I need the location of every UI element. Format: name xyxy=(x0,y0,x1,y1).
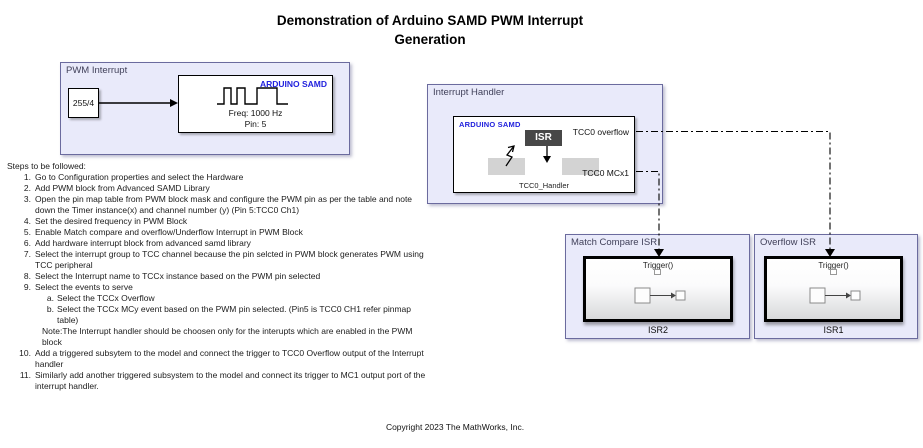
isr1-trigger-label: Trigger() xyxy=(818,261,849,270)
pwm-block[interactable]: ARDUINO SAMD Freq: 1000 Hz Pin: 5 xyxy=(178,75,333,133)
isr2-name-label: ISR2 xyxy=(647,325,668,335)
isr2-triggered-subsystem[interactable]: Trigger() xyxy=(583,256,733,322)
step-subitem: b.Select the TCCx MCy event based on the… xyxy=(46,304,412,325)
model-title-line2: Generation xyxy=(394,31,466,47)
isr1-io-icon xyxy=(809,287,861,304)
handler-gray-box-right xyxy=(562,158,599,175)
constant-block-255-4[interactable]: 255/4 xyxy=(68,88,99,118)
handler-name-label: TCC0_Handler xyxy=(518,181,570,190)
step-item: 9.Select the events to serve xyxy=(23,282,133,292)
isr1-triggered-subsystem[interactable]: Trigger() xyxy=(764,256,903,322)
model-title: Demonstration of Arduino SAMD PWM Interr… xyxy=(150,12,710,49)
handler-brand: ARDUINO SAMD xyxy=(459,120,521,129)
steps-annotation: Steps to be followed: 1.Go to Configurat… xyxy=(5,161,429,392)
match-compare-isr-area-label: Match Compare ISR xyxy=(571,237,658,248)
interrupt-handler-area-label: Interrupt Handler xyxy=(433,87,505,98)
handler-gray-box-left xyxy=(488,158,525,175)
step-item: 5.Enable Match compare and overflow/Unde… xyxy=(23,227,303,237)
copyright-annotation: Copyright 2023 The MathWorks, Inc. xyxy=(385,422,525,432)
step-item: 1.Go to Configuration properties and sel… xyxy=(23,172,244,182)
pwm-interrupt-area-label: PWM Interrupt xyxy=(66,65,128,76)
output-port-label-tcc0-mcx1: TCC0 MCx1 xyxy=(582,168,629,178)
pwm-block-brand: ARDUINO SAMD xyxy=(259,79,327,89)
model-title-line1: Demonstration of Arduino SAMD PWM Interr… xyxy=(276,13,584,28)
steps-heading: Steps to be followed: xyxy=(7,161,86,171)
isr-box: ISR xyxy=(525,130,562,146)
pwm-freq-label: Freq: 1000 Hz xyxy=(228,108,283,118)
overflow-isr-area-label: Overflow ISR xyxy=(760,237,816,248)
step-item: 8.Select the Interrupt name to TCCx inst… xyxy=(23,271,321,281)
step-item: 7.Select the interrupt group to TCC chan… xyxy=(23,249,424,270)
isr2-trigger-square-icon xyxy=(654,269,661,275)
step-item: 10.Add a triggered subsytem to the model… xyxy=(19,348,424,369)
interrupt-handler-block[interactable]: ARDUINO SAMD ISR TCC0 overflow TCC0 MCx1… xyxy=(453,116,635,193)
output-port-label-tcc0-overflow: TCC0 overflow xyxy=(572,127,629,137)
isr1-name-label: ISR1 xyxy=(823,325,844,335)
isr2-trigger-label: Trigger() xyxy=(642,261,674,270)
isr2-io-icon xyxy=(634,287,686,304)
step-note: Note:The Interrupt handler should be cho… xyxy=(42,326,413,347)
step-item: 3.Open the pin map table from PWM block … xyxy=(23,194,413,215)
step-subitem: a.Select the TCCx Overflow xyxy=(46,293,155,303)
pwm-square-wave-icon xyxy=(217,87,288,105)
isr1-trigger-square-icon xyxy=(829,269,837,275)
step-item: 2.Add PWM block from Advanced SAMD Libra… xyxy=(23,183,210,193)
step-item: 4.Set the desired frequency in PWM Block xyxy=(23,216,188,226)
pwm-pin-label: Pin: 5 xyxy=(244,119,267,129)
step-item: 11.Similarly add another triggered subsy… xyxy=(19,370,426,391)
step-item: 6.Add hardware interrupt block from adva… xyxy=(23,238,251,248)
